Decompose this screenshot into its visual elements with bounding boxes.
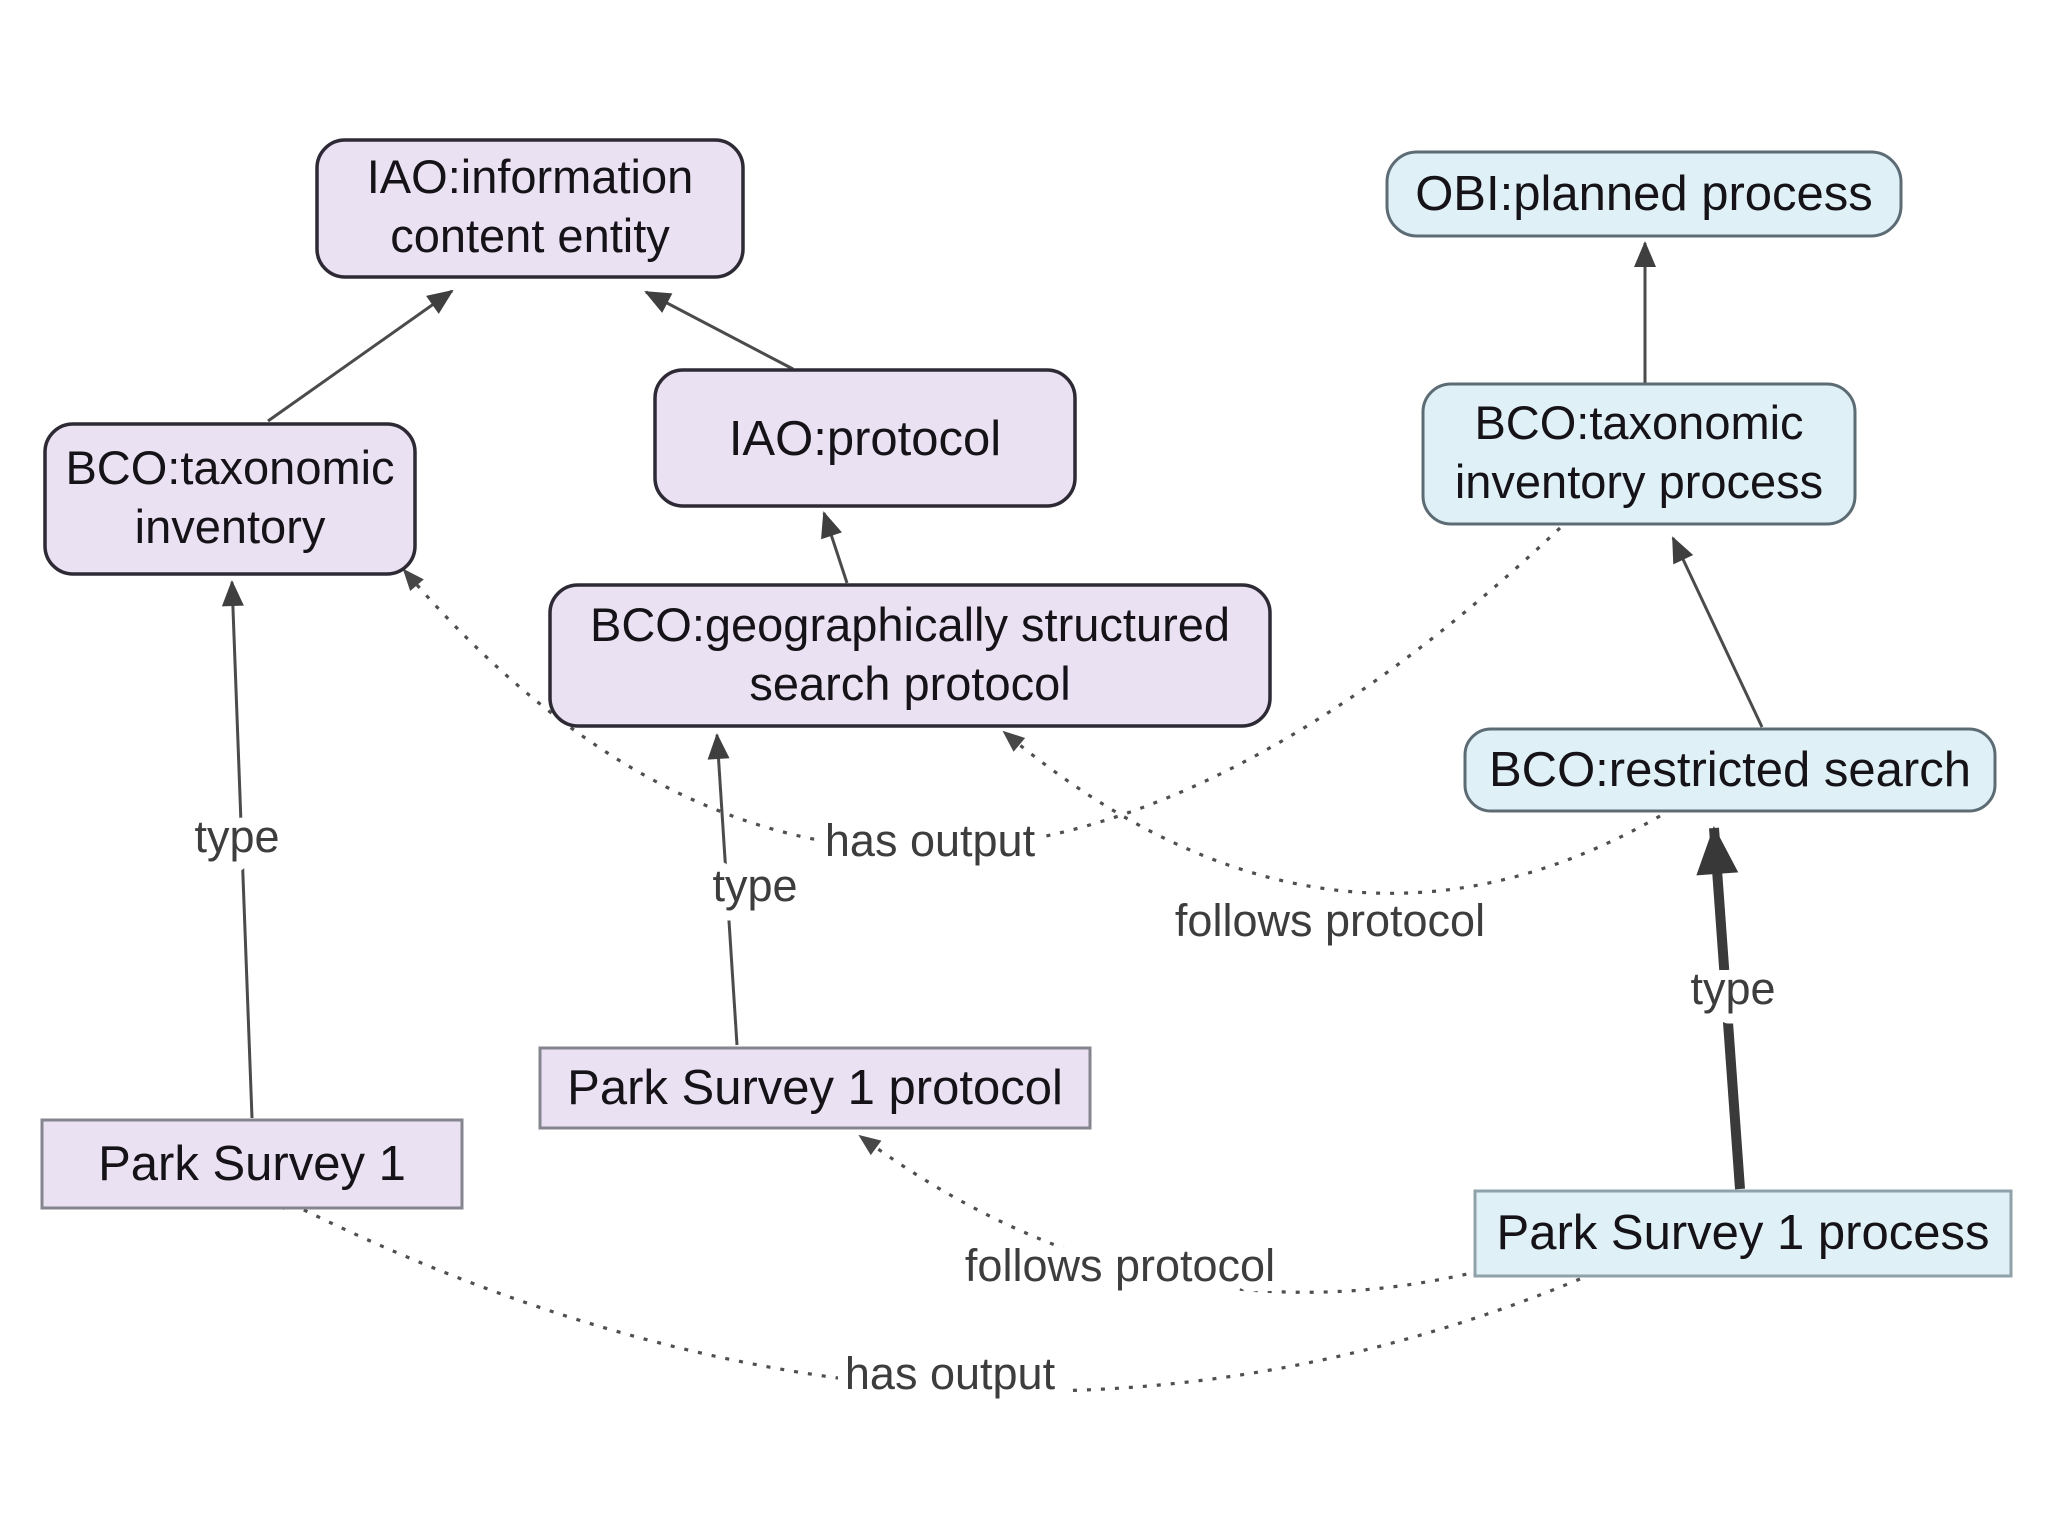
node-bco-taxonomic-inventory-process: BCO:taxonomic inventory process xyxy=(1421,382,1857,526)
node-label-line2: search protocol xyxy=(749,657,1070,710)
node-park-survey-1-protocol: Park Survey 1 protocol xyxy=(538,1046,1092,1130)
node-label-line1: BCO:geographically structured xyxy=(590,598,1230,651)
node-box xyxy=(538,1046,1092,1130)
node-bco-restricted-search: BCO:restricted search xyxy=(1463,727,1997,813)
node-label: Park Survey 1 process xyxy=(1497,1206,1990,1260)
edge-type-park-survey-1-protocol-to-geo-search-protocol xyxy=(707,733,739,1046)
edge-layer xyxy=(221,241,1764,1393)
node-label-line2: inventory process xyxy=(1455,455,1823,508)
node-label: Park Survey 1 xyxy=(98,1137,406,1191)
node-box xyxy=(1421,382,1857,526)
edge-subclass-taxonomic-inventory-to-info-content-entity xyxy=(267,289,454,423)
node-label-line1: IAO:information xyxy=(367,150,694,203)
node-label-line1: BCO:taxonomic xyxy=(1474,396,1803,449)
edge-subclass-geo-search-protocol-to-protocol xyxy=(821,511,849,584)
node-label: Park Survey 1 protocol xyxy=(567,1061,1063,1115)
edge-label-follows-protocol-mid: follows protocol xyxy=(1175,895,1485,946)
node-iao-protocol: IAO:protocol xyxy=(653,368,1077,508)
node-iao-information-content-entity: IAO:information content entity xyxy=(315,138,745,279)
edge-has-output-park-survey-1-process-to-park-survey-1 xyxy=(268,1191,1581,1393)
node-label-line2: content entity xyxy=(390,209,670,262)
node-bco-geographically-structured-search-protocol: BCO:geographically structured search pro… xyxy=(548,583,1272,728)
node-park-survey-1-process: Park Survey 1 process xyxy=(1473,1189,2013,1278)
edge-subclass-restricted-search-to-taxonomic-inventory-process xyxy=(1671,536,1764,728)
node-label-line2: inventory xyxy=(135,500,326,553)
edge-label-has-output-top: has output xyxy=(825,815,1036,866)
node-box xyxy=(315,138,745,279)
node-box xyxy=(1473,1189,2013,1278)
edge-type-park-survey-1-to-taxonomic-inventory xyxy=(221,580,254,1119)
edge-label-follows-protocol-bottom: follows protocol xyxy=(965,1240,1275,1291)
node-box xyxy=(40,1118,464,1210)
edge-follows-protocol-park-survey-1-process-to-park-survey-1-protocol xyxy=(858,1134,1481,1294)
edge-type-park-survey-1-process-to-restricted-search xyxy=(1696,826,1745,1190)
node-box xyxy=(653,368,1077,508)
node-box xyxy=(548,583,1272,728)
edge-label-type-right: type xyxy=(1690,963,1775,1014)
node-label: IAO:protocol xyxy=(729,412,1001,466)
node-bco-taxonomic-inventory: BCO:taxonomic inventory xyxy=(43,422,417,576)
edge-subclass-protocol-to-info-content-entity xyxy=(644,290,794,371)
node-box xyxy=(43,422,417,576)
node-obi-planned-process: OBI:planned process xyxy=(1385,150,1903,238)
node-park-survey-1: Park Survey 1 xyxy=(40,1118,464,1210)
node-label-line1: BCO:taxonomic xyxy=(65,441,394,494)
edge-label-layer: type type has output follows protocol ty… xyxy=(184,801,1785,1409)
edge-label-type-mid: type xyxy=(712,860,797,911)
edge-label-has-output-bottom: has output xyxy=(845,1348,1056,1399)
node-box xyxy=(1385,150,1903,238)
node-label: OBI:planned process xyxy=(1415,167,1873,221)
edge-label-type-left: type xyxy=(194,811,279,862)
node-label: BCO:restricted search xyxy=(1489,743,1971,797)
node-box xyxy=(1463,727,1997,813)
